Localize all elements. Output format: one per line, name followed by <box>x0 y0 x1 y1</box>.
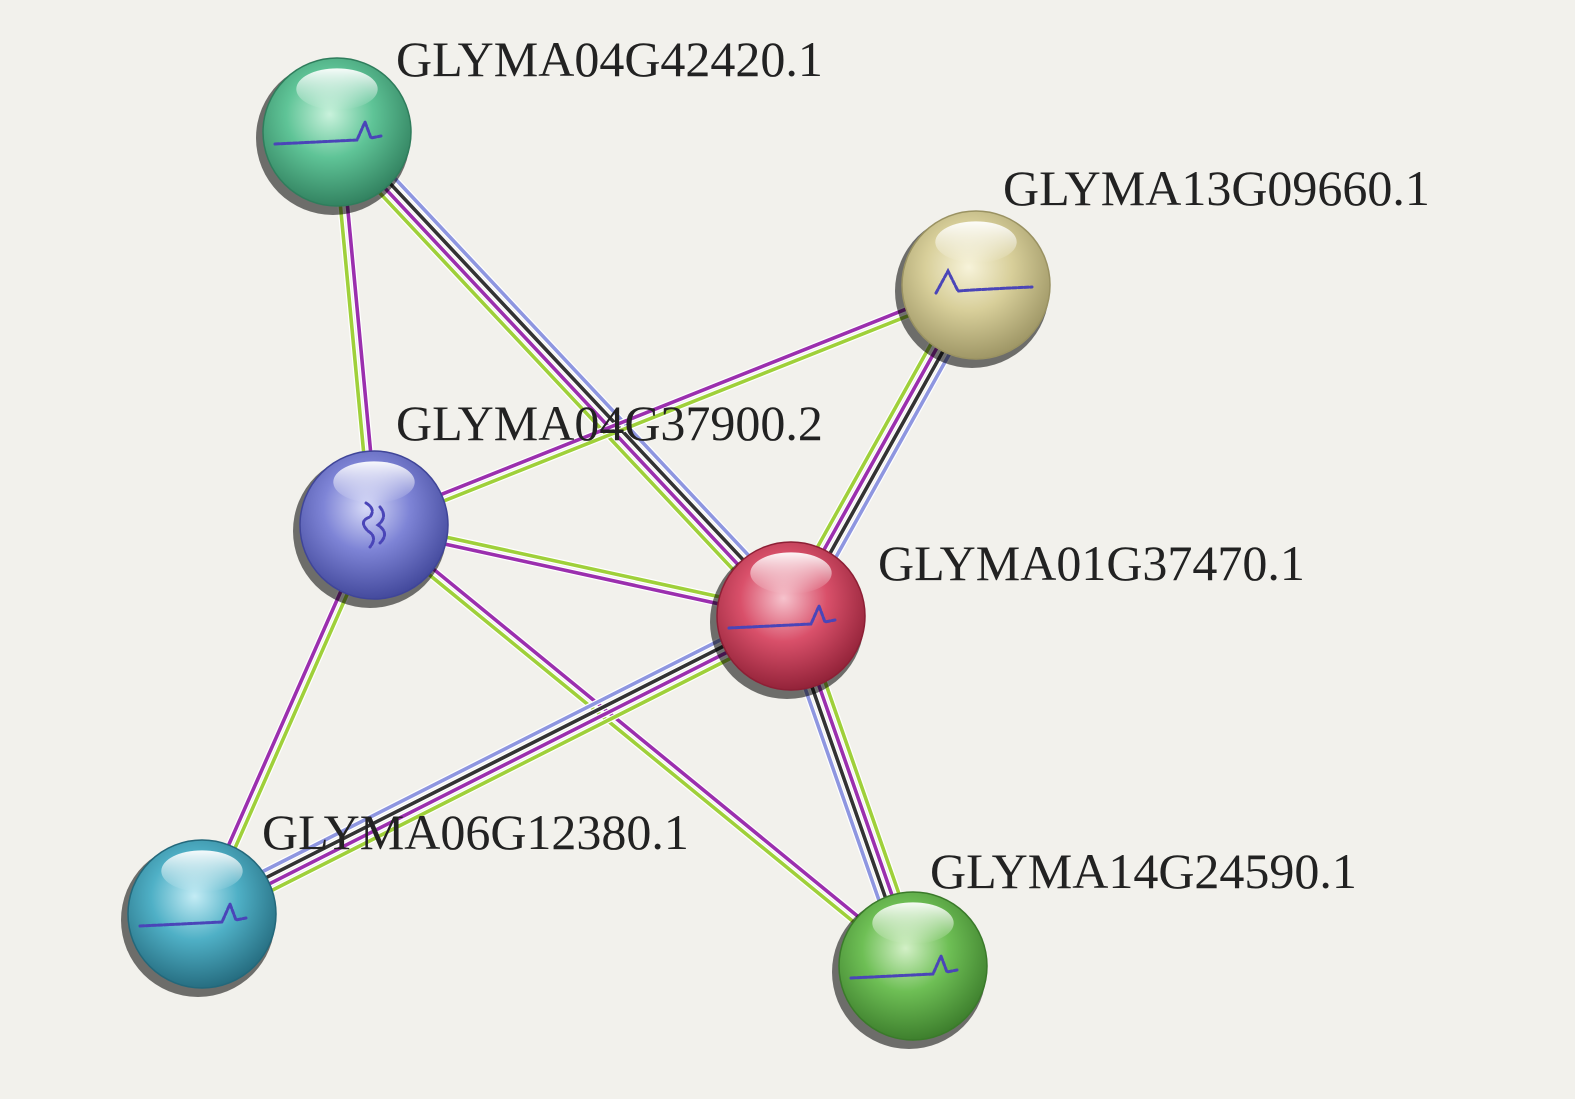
protein-structure-icon <box>849 952 959 980</box>
edge-strand-blue <box>343 123 800 611</box>
node-label: GLYMA06G12380.1 <box>262 804 689 860</box>
edge-strand-purple <box>375 520 917 965</box>
node-label: GLYMA04G42420.1 <box>396 31 823 87</box>
node-label: GLYMA14G24590.1 <box>930 843 1357 899</box>
edge-n3-n6[interactable] <box>369 519 918 972</box>
node-label: GLYMA04G37900.2 <box>396 395 823 451</box>
edge-strand-black <box>199 611 791 913</box>
node-gloss <box>296 68 378 110</box>
edge-strand-purple <box>372 280 976 524</box>
edge-n4-n5[interactable] <box>195 603 798 927</box>
edge-strand-blue <box>196 605 788 907</box>
edge-strand-green <box>370 526 912 971</box>
nodes-layer: GLYMA04G42420.1 GLYMA13G09660.1 GLYMA04G… <box>121 31 1430 1049</box>
node-gloss <box>750 552 832 594</box>
node-glyma14g24590[interactable]: GLYMA14G24590.1 <box>832 843 1357 1049</box>
node-glyma01g37470[interactable]: GLYMA01G37470.1 <box>710 535 1305 699</box>
edge-strand-green <box>328 137 785 625</box>
edge-strand-green <box>205 623 797 925</box>
node-glyma13g09660[interactable]: GLYMA13G09660.1 <box>895 160 1430 368</box>
node-label: GLYMA13G09660.1 <box>1003 160 1430 216</box>
edge-n3-n2[interactable] <box>371 278 979 532</box>
protein-structure-icon <box>934 267 1034 295</box>
protein-structure-icon <box>138 900 248 928</box>
edge-strand-purple <box>202 617 794 919</box>
protein-structure-icon <box>273 118 383 146</box>
edge-n1-n4[interactable] <box>327 122 801 626</box>
node-glyma04g37900[interactable]: GLYMA04G37900.2 <box>293 395 823 608</box>
node-gloss <box>333 461 415 503</box>
node-glyma04g42420[interactable]: GLYMA04G42420.1 <box>256 31 823 215</box>
edge-strand-purple <box>333 133 790 620</box>
node-label: GLYMA01G37470.1 <box>878 535 1305 591</box>
protein-structure-icon <box>727 602 837 630</box>
node-gloss <box>161 850 243 892</box>
node-gloss <box>872 902 954 944</box>
node-gloss <box>935 221 1017 263</box>
node-glyma06g12380[interactable]: GLYMA06G12380.1 <box>121 804 689 997</box>
edge-strand-black <box>338 128 795 615</box>
protein-structure-icon <box>362 501 386 549</box>
edge-strand-green <box>374 286 978 530</box>
